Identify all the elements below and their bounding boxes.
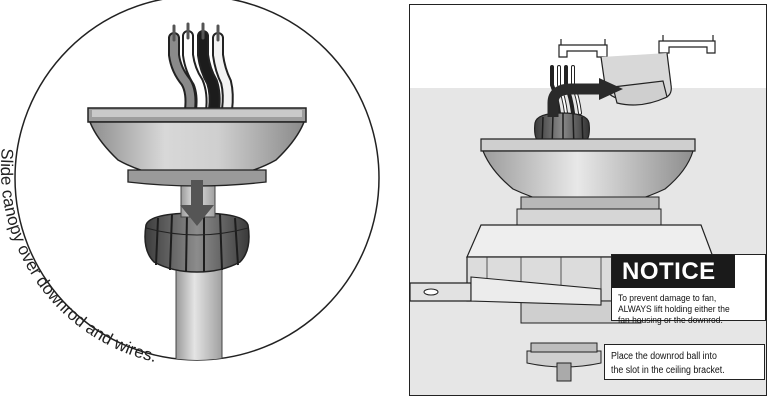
instruction-box: Place the downrod ball into the slot in …: [604, 344, 765, 380]
notice-line: fan housing or the downrod.: [618, 315, 723, 325]
instruction-line: Place the downrod ball into: [611, 351, 717, 362]
instruction-line: the slot in the ceiling bracket.: [611, 365, 725, 376]
instruction-text: Place the downrod ball into the slot in …: [611, 350, 725, 378]
canopy: [87, 107, 307, 187]
down-arrow-icon: [180, 180, 214, 226]
notice-line: To prevent damage to fan,: [618, 293, 717, 303]
notice-box: NOTICE To prevent damage to fan, ALWAYS …: [611, 254, 766, 325]
curved-arrow-icon: [547, 78, 623, 117]
canopy-illustration: [14, 0, 380, 361]
notice-text: To prevent damage to fan, ALWAYS lift ho…: [618, 293, 754, 326]
ceiling-bracket-panel: [409, 4, 767, 396]
downrod: [175, 254, 223, 360]
canopy-illustration-panel: Slide canopy over downrod and wires.: [0, 0, 380, 366]
notice-heading: NOTICE: [612, 255, 735, 288]
wires: [168, 22, 234, 116]
switch-housing: [526, 342, 602, 382]
bracket-illustration: [410, 35, 766, 395]
blade-arm: [410, 276, 602, 306]
notice-line: ALWAYS lift holding either the: [618, 304, 730, 314]
